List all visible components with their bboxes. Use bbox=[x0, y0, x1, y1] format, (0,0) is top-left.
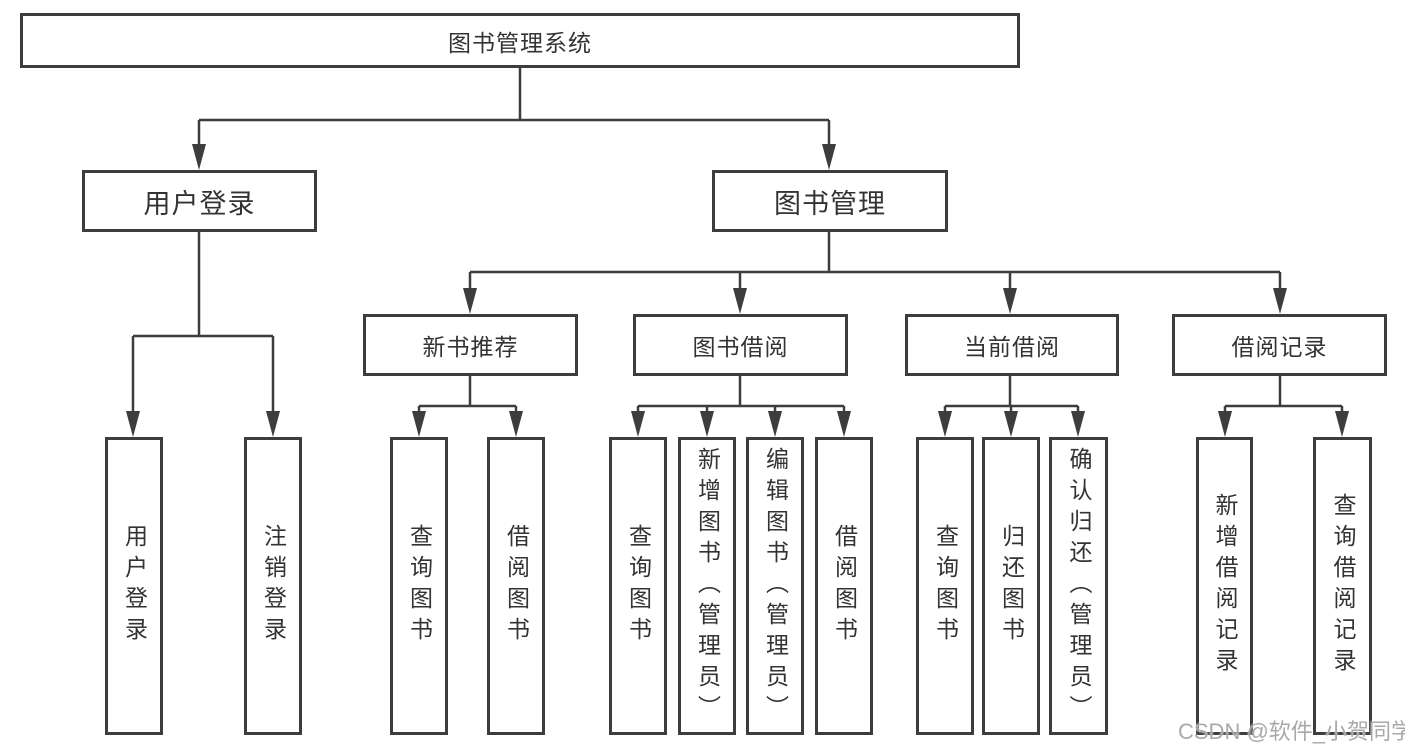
node-user-login: 用户登录 bbox=[82, 170, 317, 232]
leaf-query-books: 查询图书 bbox=[390, 437, 448, 735]
leaf-add-borrow-record: 新增借阅记录 bbox=[1196, 437, 1253, 735]
leaf-edit-books-admin: 编辑图书（管理员） bbox=[746, 437, 804, 735]
leaf-borrow-books: 借阅图书 bbox=[487, 437, 545, 735]
node-current-borrowing: 当前借阅 bbox=[905, 314, 1119, 376]
leaf-query-borrow-record: 查询借阅记录 bbox=[1313, 437, 1372, 735]
node-book-borrowing: 图书借阅 bbox=[633, 314, 848, 376]
leaf-user-login: 用户登录 bbox=[105, 437, 163, 735]
node-library-system: 图书管理系统 bbox=[20, 13, 1020, 68]
node-book-management: 图书管理 bbox=[712, 170, 948, 232]
leaf-query-books: 查询图书 bbox=[609, 437, 667, 735]
leaf-query-books: 查询图书 bbox=[916, 437, 974, 735]
leaf-logout: 注销登录 bbox=[244, 437, 302, 735]
leaf-borrow-books: 借阅图书 bbox=[815, 437, 873, 735]
leaf-add-books-admin: 新增图书（管理员） bbox=[678, 437, 736, 735]
leaf-confirm-return-admin: 确认归还（管理员） bbox=[1049, 437, 1108, 735]
leaf-return-books: 归还图书 bbox=[982, 437, 1040, 735]
csdn-watermark: CSDN @软件_小贺同学 bbox=[1178, 719, 1405, 744]
node-borrow-records: 借阅记录 bbox=[1172, 314, 1387, 376]
node-new-book-recommend: 新书推荐 bbox=[363, 314, 578, 376]
